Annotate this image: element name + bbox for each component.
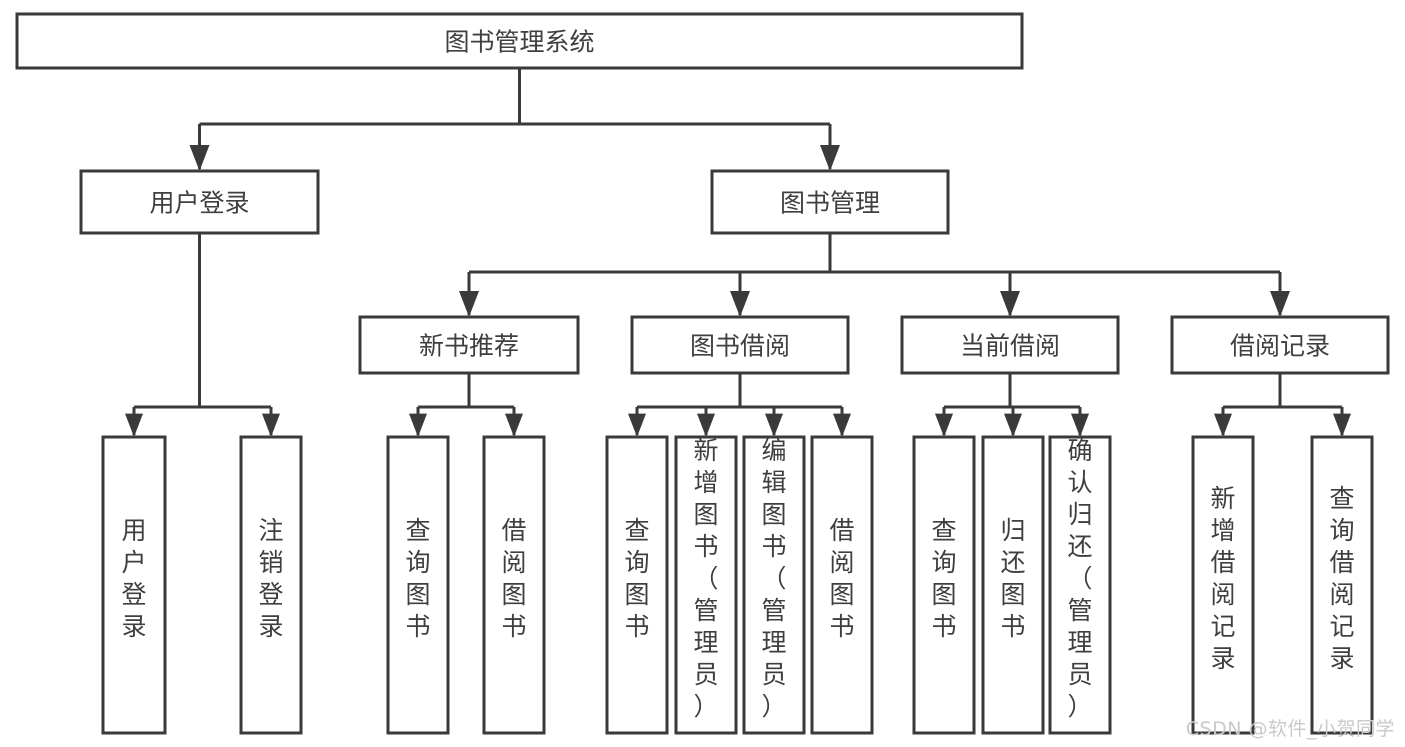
node-box [674, 435, 738, 735]
node-leaf-query-book-1[interactable]: 查询图书 [386, 435, 450, 735]
node-label: 图书管理 [780, 189, 880, 218]
node-box [15, 12, 1024, 70]
arrow-head-icon [125, 413, 143, 437]
node-box [358, 315, 580, 375]
node-label: 图书管理系统 [444, 28, 594, 57]
diagram-nodes: 图书管理系统用户登录图书管理新书推荐图书借阅当前借阅借阅记录用户登录注销登录查询… [15, 12, 1390, 735]
arrow-head-icon [459, 291, 479, 317]
node-label: 借阅记录 [1230, 332, 1330, 361]
node-leaf-query-book-2[interactable]: 查询图书 [605, 435, 669, 735]
node-root[interactable]: 图书管理系统 [15, 12, 1024, 70]
node-leaf-query-record[interactable]: 查询借阅记录 [1310, 435, 1374, 735]
node-leaf-add-record[interactable]: 新增借阅记录 [1191, 435, 1255, 735]
arrow-head-icon [262, 413, 280, 437]
node-box [79, 169, 320, 235]
arrow-head-icon [628, 413, 646, 437]
node-label: 用户登录 [149, 189, 249, 218]
arrow-head-icon [1000, 291, 1020, 317]
node-label: 编辑图书（管理员） [761, 436, 786, 721]
arrow-head-icon [697, 413, 715, 437]
node-label: 查询图书 [405, 516, 430, 641]
arrow-head-icon [189, 145, 210, 171]
node-box [605, 435, 669, 735]
arrow-head-icon [1270, 291, 1290, 317]
node-box [710, 169, 950, 235]
node-box [1191, 435, 1255, 735]
node-label: 查询图书 [624, 516, 649, 641]
node-box [742, 435, 806, 735]
node-box [810, 435, 874, 735]
node-leaf-add-book[interactable]: 新增图书（管理员） [674, 435, 738, 735]
watermark-text: CSDN @软件_小贺同学 [1185, 718, 1395, 740]
node-leaf-user-login[interactable]: 用户登录 [101, 435, 167, 735]
node-user-login[interactable]: 用户登录 [79, 169, 320, 235]
arrow-head-icon [1333, 413, 1351, 437]
arrow-head-icon [1071, 413, 1089, 437]
node-box [386, 435, 450, 735]
arrow-head-icon [505, 413, 523, 437]
node-label: 借阅图书 [501, 516, 526, 641]
node-box [101, 435, 167, 735]
node-book-manage[interactable]: 图书管理 [710, 169, 950, 235]
node-box [981, 435, 1045, 735]
node-leaf-borrow-book-2[interactable]: 借阅图书 [810, 435, 874, 735]
arrow-head-icon [765, 413, 783, 437]
node-label: 确认归还（管理员） [1067, 436, 1092, 721]
node-box [1048, 435, 1112, 735]
node-label: 借阅图书 [829, 516, 854, 641]
arrow-head-icon [409, 413, 427, 437]
node-box [239, 435, 303, 735]
node-box [900, 315, 1120, 375]
arrow-head-icon [1214, 413, 1232, 437]
node-leaf-edit-book[interactable]: 编辑图书（管理员） [742, 435, 806, 735]
node-label: 用户登录 [121, 516, 146, 641]
node-leaf-return-book[interactable]: 归还图书 [981, 435, 1045, 735]
node-label: 查询图书 [931, 516, 956, 641]
node-label: 归还图书 [1000, 516, 1025, 641]
node-box [630, 315, 850, 375]
node-label: 新书推荐 [419, 332, 519, 361]
node-label: 图书借阅 [690, 332, 790, 361]
node-box [1310, 435, 1374, 735]
node-leaf-query-book-3[interactable]: 查询图书 [912, 435, 976, 735]
node-label: 注销登录 [258, 516, 283, 641]
connector-edges [125, 68, 1351, 437]
node-current-borrow[interactable]: 当前借阅 [900, 315, 1120, 375]
node-box [912, 435, 976, 735]
node-leaf-logout[interactable]: 注销登录 [239, 435, 303, 735]
node-label: 新增图书（管理员） [693, 436, 718, 721]
arrow-head-icon [833, 413, 851, 437]
node-box [1170, 315, 1390, 375]
node-label: 查询借阅记录 [1329, 484, 1354, 673]
arrow-head-icon [935, 413, 953, 437]
node-new-book-recommend[interactable]: 新书推荐 [358, 315, 580, 375]
node-label: 当前借阅 [960, 332, 1060, 361]
arrow-head-icon [1004, 413, 1022, 437]
node-label: 新增借阅记录 [1210, 484, 1235, 673]
node-box [482, 435, 546, 735]
arrow-head-icon [730, 291, 750, 317]
node-book-borrow[interactable]: 图书借阅 [630, 315, 850, 375]
node-borrow-record[interactable]: 借阅记录 [1170, 315, 1390, 375]
node-leaf-confirm-return[interactable]: 确认归还（管理员） [1048, 435, 1112, 735]
arrow-head-icon [820, 145, 840, 171]
node-leaf-borrow-book-1[interactable]: 借阅图书 [482, 435, 546, 735]
